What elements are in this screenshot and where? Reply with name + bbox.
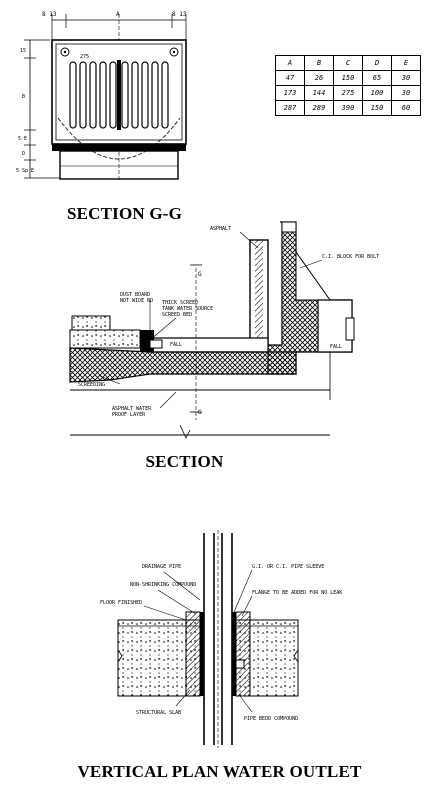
table-cell: 26 [304, 70, 334, 86]
grate-side-dimension [24, 39, 60, 179]
table-cell: 30 [391, 85, 421, 101]
grate-label: 275 [80, 54, 89, 60]
label-g-top: G [198, 271, 202, 278]
label-asphalt: ASPHALT [210, 226, 231, 232]
dim-top-left: 8 13 [42, 11, 57, 18]
table-cell: 65 [362, 70, 392, 86]
title-section: SECTION [145, 452, 224, 471]
grate-frame: 275 [51, 39, 187, 180]
label-screeding: SCREEDING [78, 382, 105, 388]
label-drainage-pipe: DRAINAGE PIPE [142, 564, 181, 570]
label-screed-bed: SCREED BED [162, 312, 192, 318]
label-fall-right: FALL [330, 344, 342, 350]
label-proof-layer: PROOF LAYER [112, 412, 146, 418]
water-outlet-drawing [117, 530, 299, 748]
dimension-table: A B C D E 47 26 150 65 30 173 144 275 10… [275, 55, 421, 116]
table-header: B [304, 55, 334, 71]
table-cell: 100 [362, 85, 392, 101]
label-ci-block: C.I. BLOCK FOR BOLT [322, 254, 379, 260]
table-cell: 289 [304, 100, 334, 116]
label-thick-screed: THICK SCREED [162, 300, 198, 306]
label-not-wide: NOT WIDE BD [120, 298, 153, 304]
label-tank-water: TANK WATER SOURCE [162, 306, 213, 312]
table-cell: 144 [304, 85, 334, 101]
label-asphalt-water: ASPHALT WATER [112, 406, 152, 412]
dim-top-a: A [116, 11, 120, 18]
table-cell: 287 [275, 100, 305, 116]
table-cell: 47 [275, 70, 305, 86]
label-non-shrinking: NON-SHRINKING COMPOUND [130, 582, 196, 588]
dim-side-b: B [22, 94, 25, 100]
label-dust-board: DUST BOARD [120, 292, 150, 298]
label-structural-slab: STRUCTURAL SLAB [136, 710, 181, 716]
grate-slots [69, 61, 169, 129]
table-header-row: A B C D E [275, 55, 421, 71]
table-header: C [333, 55, 363, 71]
title-vertical-plan: VERTICAL PLAN WATER OUTLET [77, 762, 362, 781]
table-cell: 173 [275, 85, 305, 101]
table-header: A [275, 55, 305, 71]
label-pipe-bedding: PIPE BEDD COMPOUND [244, 716, 298, 722]
label-pipe-sleeve: G.I. OR C.I. PIPE SLEEVE [252, 564, 324, 570]
table-header: E [391, 55, 421, 71]
table-cell: 150 [362, 100, 392, 116]
dim-side-sp: 5 Sp E [16, 168, 34, 174]
table-row: 47 26 150 65 30 [275, 70, 421, 86]
table-cell: 60 [391, 100, 421, 116]
table-cell: 30 [391, 70, 421, 86]
title-section-gg: SECTION G-G [66, 204, 183, 223]
label-flange: FLANGE TO BE ADDED FOR NO LEAK [252, 590, 342, 596]
section-drawing [69, 221, 355, 439]
label-fall: FALL [170, 342, 182, 348]
label-g-bottom: G [198, 409, 202, 416]
dim-side-15: 15 [20, 48, 26, 54]
table-row: 287 289 390 150 60 [275, 100, 421, 116]
label-floor-finished: FLOOR FINISHED [100, 600, 142, 606]
dim-side-d: D [22, 151, 25, 157]
dim-top-right: 8 13 [172, 11, 187, 18]
table-cell: 390 [333, 100, 363, 116]
table-header: D [362, 55, 392, 71]
table-row: 173 144 275 100 30 [275, 85, 421, 101]
table-cell: 275 [333, 85, 363, 101]
table-cell: 150 [333, 70, 363, 86]
dim-side-e: 5 E [18, 136, 27, 142]
